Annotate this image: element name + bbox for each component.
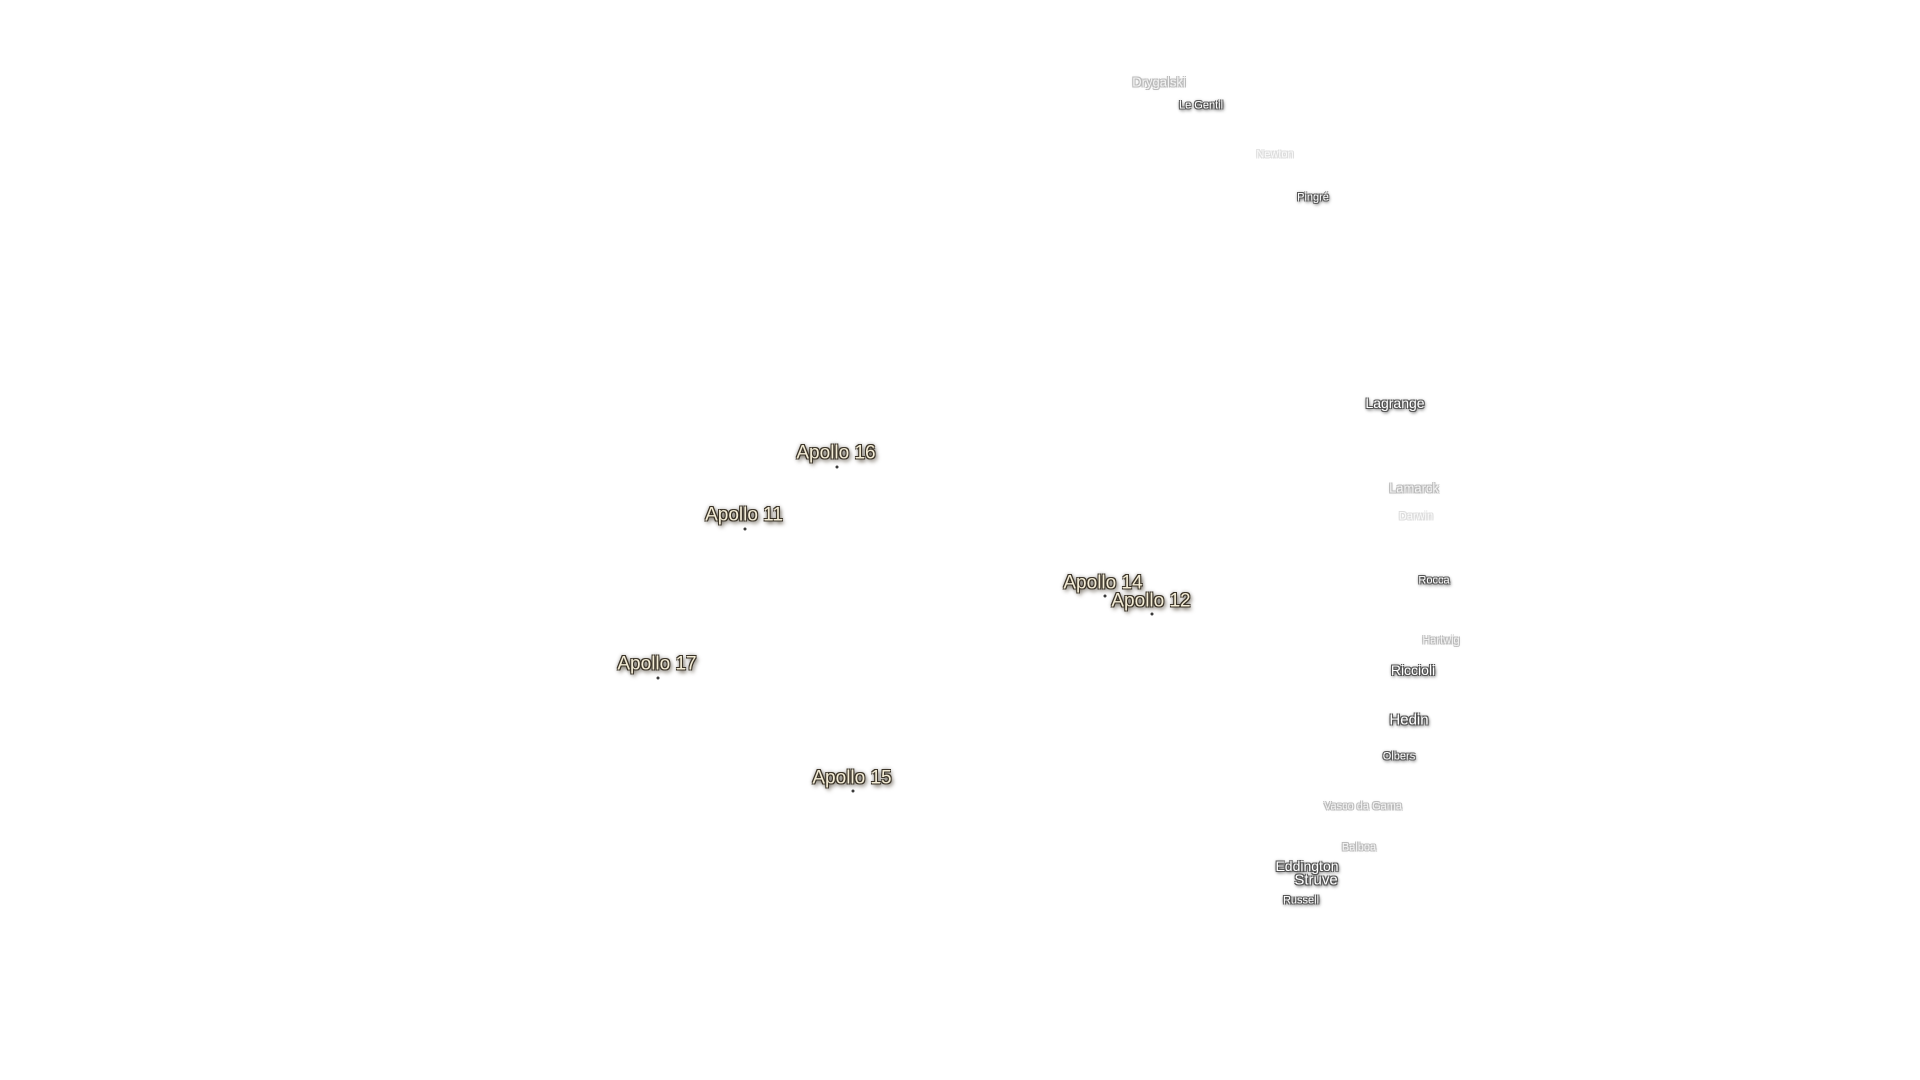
crater-label-newton: Newton [1256, 148, 1294, 161]
landing-site-marker[interactable] [851, 789, 855, 793]
crater-label-le-gentil: Le Gentil [1178, 99, 1224, 112]
crater-label-lagrange: Lagrange [1365, 395, 1425, 411]
crater-label-pingre: Pingré [1297, 191, 1329, 204]
crater-label-darwin: Darwin [1398, 510, 1434, 523]
crater-label-riccioli: Riccioli [1390, 662, 1436, 678]
crater-label-drygalski: Drygalski [1132, 74, 1186, 90]
crater-label-eddington: Eddington [1275, 858, 1339, 874]
site-label-apollo-12[interactable]: Apollo 12 [1111, 590, 1191, 612]
site-label-apollo-14[interactable]: Apollo 14 [1063, 572, 1143, 594]
site-label-apollo-11[interactable]: Apollo 11 [705, 504, 783, 526]
landing-site-marker[interactable] [656, 676, 660, 680]
crater-label-lamarck: Lamarck [1389, 480, 1439, 496]
site-label-apollo-17[interactable]: Apollo 17 [617, 653, 697, 675]
crater-label-hedin: Hedin [1389, 711, 1429, 729]
site-label-apollo-16[interactable]: Apollo 16 [796, 442, 876, 464]
crater-label-balboa: Balboa [1341, 841, 1377, 854]
crater-label-struve: Struve [1294, 871, 1338, 889]
landing-site-marker[interactable] [743, 527, 747, 531]
landing-site-marker[interactable] [1103, 594, 1107, 598]
crater-label-russell: Russell [1282, 894, 1320, 907]
site-label-apollo-15[interactable]: Apollo 15 [812, 767, 892, 789]
crater-label-rocca: Rocca [1418, 574, 1450, 587]
landing-site-marker[interactable] [835, 465, 839, 469]
crater-label-olbers: Olbers [1382, 750, 1416, 763]
crater-label-vasco-da-gama: Vasco da Gama [1323, 800, 1403, 813]
landing-site-marker[interactable] [1150, 612, 1154, 616]
crater-label-hartwig: Hartwig [1422, 634, 1460, 647]
